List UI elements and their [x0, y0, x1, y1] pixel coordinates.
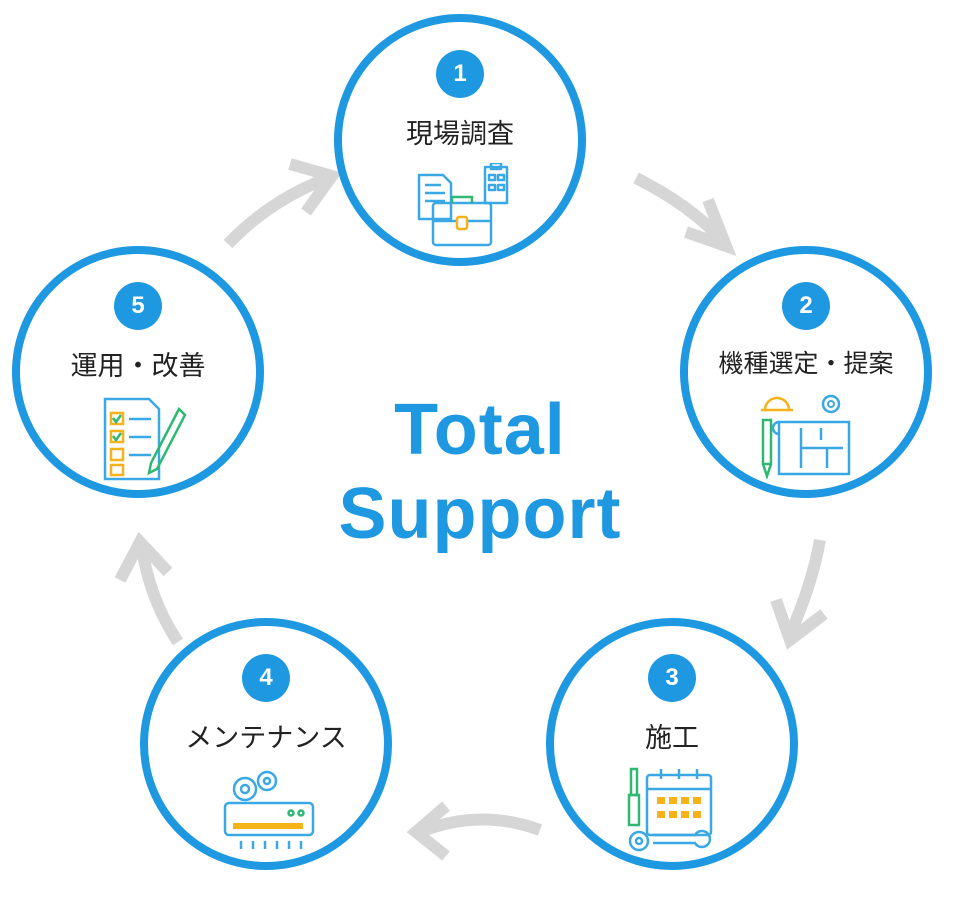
step-1-number-badge: 1 [436, 50, 484, 98]
step-3-number-badge: 3 [648, 654, 696, 702]
blueprint-helmet-icon [761, 394, 851, 480]
arrow-5-to-1-head [288, 158, 342, 216]
aircon-gears-icon [223, 770, 315, 849]
arrow-5-to-1 [223, 172, 331, 249]
step-4-label: メンテナンス [185, 723, 347, 754]
survey-briefcase-icon [417, 163, 509, 247]
step-1-label: 現場調査 [406, 119, 514, 150]
checklist-pencil-icon [103, 397, 187, 481]
step-2-number-badge: 2 [782, 282, 830, 330]
step-3-circle: 3 施工 [546, 618, 798, 870]
arrow-3-to-4 [417, 813, 543, 838]
calendar-tools-icon [627, 767, 713, 852]
arrow-4-to-5 [136, 547, 184, 646]
arrow-2-to-3-head [770, 598, 828, 650]
step-5-number-badge: 5 [114, 282, 162, 330]
arrow-2-to-3 [784, 538, 826, 637]
arrow-3-to-4-head [406, 801, 450, 861]
step-2-circle: 2 機種選定・提案 [680, 246, 932, 498]
arrow-4-to-5-head [114, 531, 173, 583]
step-3-label: 施工 [645, 723, 699, 754]
step-4-number-badge: 4 [242, 654, 290, 702]
step-5-circle: 5 運用・改善 [12, 246, 264, 498]
step-1-circle: 1 現場調査 [334, 14, 586, 266]
step-2-label: 機種選定・提案 [718, 349, 894, 378]
center-title-line1: Total [394, 390, 566, 470]
step-4-circle: 4 メンテナンス [140, 618, 392, 870]
center-title-line2: Support [338, 474, 622, 554]
step-5-label: 運用・改善 [70, 351, 206, 382]
arrow-1-to-2-head [684, 197, 737, 256]
